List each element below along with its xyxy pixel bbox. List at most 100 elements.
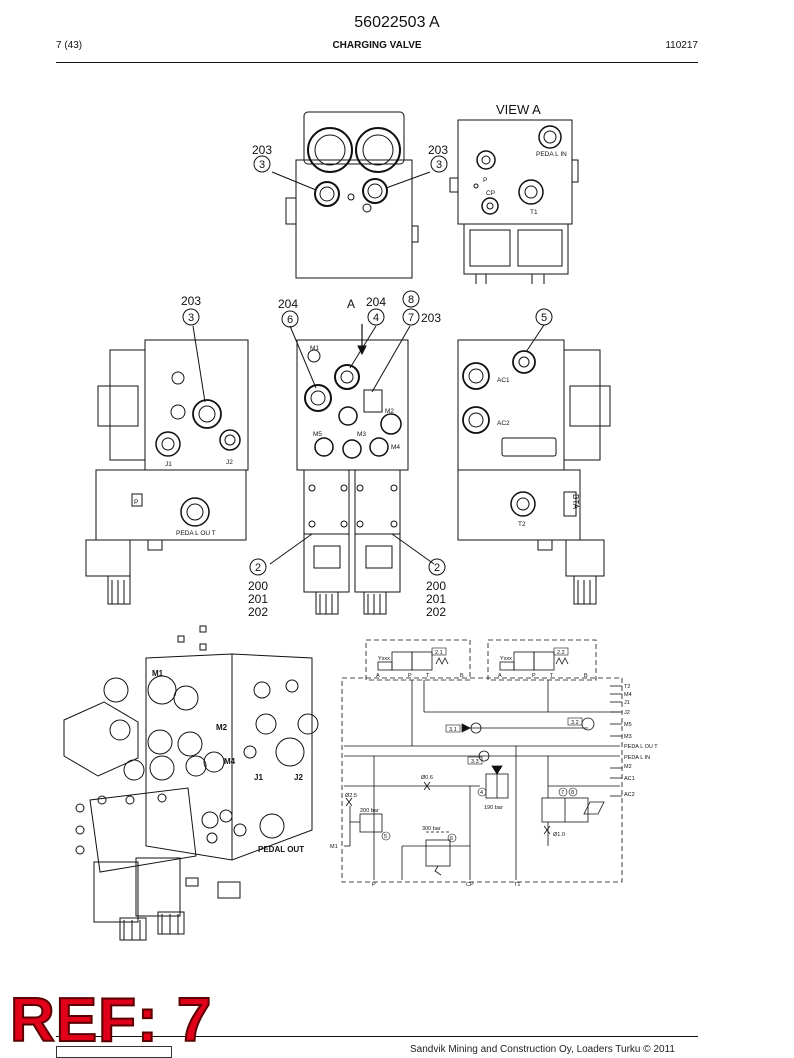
schem-orifice-1-0: Ø1.0 (553, 832, 565, 838)
callout-203-left-view: 203 (181, 294, 201, 308)
callout-201-left: 201 (248, 592, 268, 606)
ref-stamp: REF: 7 (9, 985, 213, 1056)
date-code: 110217 (665, 40, 698, 51)
schem-port-j1: J1 (624, 700, 630, 706)
schem-yxxx-left: Yxxx (378, 656, 390, 662)
iso-label-m2: M2 (216, 723, 228, 732)
schem-port-t-right: T (550, 673, 554, 679)
schem-port-cp-bottom: CP (466, 882, 474, 888)
callout-203-front: 203 (421, 311, 441, 325)
schem-port-p-bottom: P (372, 882, 376, 888)
label-ac2-right: AC2 (497, 420, 510, 427)
callout-5: 5 (541, 312, 547, 324)
schem-pressure-300: 300 bar (422, 826, 441, 832)
schem-port-p-right: P (532, 673, 536, 679)
schem-tag-6: 6 (450, 836, 453, 842)
schem-port-m1: M1 (330, 844, 338, 850)
schem-port-m2: M2 (624, 764, 632, 770)
label-t2-right: T2 (518, 521, 526, 528)
front-view (269, 324, 435, 615)
schem-port-t-left: T (426, 673, 430, 679)
callout-3-top-left: 3 (259, 159, 265, 171)
schem-orifice-2-5: Ø2.5 (345, 793, 357, 799)
schem-port-p-left: P (408, 673, 412, 679)
schem-port-pedal-in: PEDA L IN (624, 755, 650, 761)
iso-label-m1: M1 (152, 669, 164, 678)
header-rule (56, 62, 698, 63)
callout-201-right: 201 (426, 592, 446, 606)
label-m3-front: M3 (357, 431, 366, 438)
schem-tag-5: 5 (384, 834, 387, 840)
footer-copyright: Sandvik Mining and Construction Oy, Load… (410, 1044, 675, 1055)
schem-orifice-0-6: Ø0.6 (421, 775, 433, 781)
callout-7: 7 (408, 312, 414, 324)
label-bta: BTA (571, 494, 580, 510)
callout-203-top-right: 203 (428, 143, 448, 157)
view-arrow-a: A (347, 297, 355, 311)
callout-202-left: 202 (248, 605, 268, 619)
schem-pressure-200: 200 bar (360, 808, 379, 814)
schem-port-b-left: B (460, 673, 464, 679)
callout-204-right: 204 (366, 295, 386, 309)
schem-port-b-right: B (584, 673, 588, 679)
view-a (449, 119, 579, 284)
callout-3-top-right: 3 (436, 159, 442, 171)
label-m5-front: M5 (313, 431, 322, 438)
schem-port-j2: J2 (624, 710, 630, 716)
callout-200-left: 200 (248, 579, 268, 593)
footer-logo (56, 1046, 172, 1058)
header-row: 7 (43) CHARGING VALVE 110217 (56, 40, 698, 56)
schem-port-a-right: A (498, 673, 502, 679)
left-side-view (85, 325, 249, 605)
label-pedal-in-view-a: PEDA L IN (536, 151, 567, 158)
schem-port-t1-bottom: T1 (514, 882, 520, 888)
right-side-view (457, 324, 611, 605)
label-p-view-a: P (483, 177, 487, 184)
schem-port-m4: M4 (624, 692, 632, 698)
schem-tag-7: 7 (561, 790, 564, 796)
label-m4-front: M4 (391, 444, 400, 451)
callout-200-right: 200 (426, 579, 446, 593)
document-number: 56022503 A (354, 14, 440, 31)
page-title: CHARGING VALVE (332, 40, 422, 51)
label-pedal-out-left: PEDA L OU T (176, 530, 216, 537)
schem-tag-2-2: 2.2 (557, 650, 565, 656)
schem-tag-3-2: 3.2 (571, 720, 579, 726)
schem-port-ac2: AC2 (624, 792, 635, 798)
label-t1-view-a: T1 (530, 209, 538, 216)
label-p-left: P (134, 499, 138, 506)
view-a-title: VIEW A (496, 102, 541, 117)
label-m1-front: M1 (310, 345, 319, 352)
schem-tag-3-3: 3.3 (471, 759, 479, 765)
page-indicator: 7 (43) (56, 40, 83, 51)
schem-port-t2: T2 (624, 684, 630, 690)
schem-tag-4: 4 (480, 790, 483, 796)
iso-label-j1: J1 (254, 773, 263, 782)
hydraulic-schematic (341, 639, 623, 883)
callout-8: 8 (408, 294, 414, 306)
label-j1-left: J1 (165, 461, 172, 468)
schem-tag-3-1: 3.1 (449, 727, 457, 733)
label-cp-view-a: CP (486, 190, 495, 197)
schem-port-m5: M5 (624, 722, 632, 728)
footer-rule (56, 1036, 698, 1037)
callout-203-top-left: 203 (252, 143, 272, 157)
callout-6: 6 (287, 314, 293, 326)
schem-yxxx-right: Yxxx (500, 656, 512, 662)
iso-label-j2: J2 (294, 773, 303, 782)
schem-tag-2-1: 2.1 (435, 650, 443, 656)
callout-204-left: 204 (278, 297, 298, 311)
label-j2-left: J2 (226, 459, 233, 466)
schem-port-m3: M3 (624, 734, 632, 740)
schem-pressure-190: 190 bar (484, 805, 503, 811)
iso-label-pedal-out: PEDAL OUT (258, 845, 304, 854)
callout-4: 4 (373, 312, 379, 324)
callout-202-right: 202 (426, 605, 446, 619)
iso-label-m4: M4 (224, 757, 236, 766)
top-view (271, 111, 431, 279)
isometric-view (63, 625, 319, 941)
schem-port-a-left: A (376, 673, 380, 679)
callout-3-left-view: 3 (188, 312, 194, 324)
callout-2-left: 2 (255, 562, 261, 574)
